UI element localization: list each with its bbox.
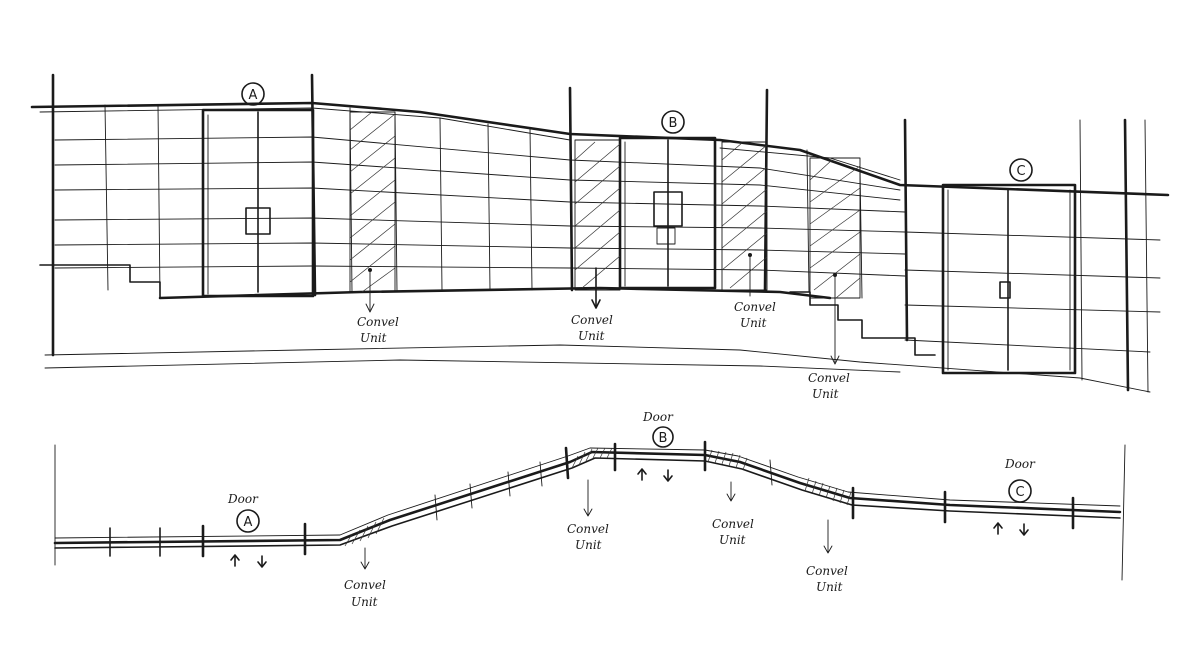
elevation-arrow-3	[748, 253, 752, 297]
plan-arrow-2	[583, 479, 593, 517]
marker-c: C	[1009, 158, 1033, 182]
elevation-stair-left	[39, 264, 161, 299]
svg-text:Convel: Convel	[344, 578, 386, 592]
elevation-hatch-bay-3	[721, 141, 768, 291]
door-a-direction-arrows	[230, 554, 267, 568]
elevation-hatch-bay-1	[349, 111, 396, 293]
svg-text:Unit: Unit	[719, 533, 746, 547]
marker-b-label: B	[669, 116, 678, 131]
elevation-convector-label-3: Convel Unit	[734, 300, 776, 330]
door-c-label: Door C	[1004, 457, 1036, 503]
elevation-stair-right	[789, 291, 936, 356]
plan-right-edge	[1121, 444, 1126, 581]
plan-hatch-4	[804, 477, 852, 506]
elevation-arrow-4	[830, 273, 840, 365]
marker-a: A	[241, 82, 265, 106]
svg-text:C: C	[1015, 485, 1024, 500]
elevation-convector-label-2: Convel Unit	[571, 313, 613, 343]
elevation-ground-line-2	[44, 359, 901, 373]
svg-text:Convel: Convel	[712, 517, 754, 531]
elevation-floor-line	[158, 286, 832, 300]
plan-drawing: Door A Door B Door C	[53, 410, 1126, 609]
elevation-roof-line-2	[39, 107, 571, 141]
door-b-elevation	[618, 136, 717, 290]
elevation-hatch-bay-2	[574, 139, 621, 291]
plan-arrow-1	[360, 547, 370, 570]
svg-text:Convel: Convel	[571, 313, 613, 327]
door-a-label: Door A	[227, 492, 260, 533]
marker-a-label: A	[249, 88, 258, 103]
svg-text:Unit: Unit	[575, 538, 602, 552]
svg-text:Convel: Convel	[806, 564, 848, 578]
svg-text:Convel: Convel	[357, 315, 399, 329]
svg-text:Door: Door	[227, 492, 259, 506]
svg-text:Door: Door	[1004, 457, 1036, 471]
marker-c-label: C	[1016, 164, 1025, 179]
plan-hatch-2	[571, 447, 613, 469]
door-b-direction-arrows	[637, 468, 673, 482]
svg-text:Unit: Unit	[812, 387, 839, 401]
door-c-elevation	[941, 183, 1077, 375]
svg-text:Unit: Unit	[351, 595, 378, 609]
marker-b: B	[661, 110, 685, 134]
elevation-transoms	[54, 136, 1161, 353]
svg-text:Unit: Unit	[360, 331, 387, 345]
svg-text:Unit: Unit	[816, 580, 843, 594]
plan-convector-label-2: Convel Unit	[567, 522, 609, 552]
elevation-ground-line	[44, 344, 1151, 393]
plan-hatch-1	[344, 517, 385, 547]
svg-text:Unit: Unit	[740, 316, 767, 330]
svg-text:A: A	[244, 515, 253, 530]
svg-text:Door: Door	[642, 410, 674, 424]
plan-mullion-ticks	[109, 440, 1075, 558]
elevation-drawing: A B C Convel	[30, 73, 1170, 401]
door-a-elevation	[201, 108, 315, 298]
svg-text:Unit: Unit	[578, 329, 605, 343]
svg-text:B: B	[659, 431, 668, 446]
plan-arrow-3	[726, 481, 736, 502]
plan-hatch-3	[707, 449, 748, 471]
elevation-arrow-1	[365, 268, 375, 313]
plan-convector-label-1: Convel Unit	[344, 578, 386, 609]
plan-arrow-4	[823, 519, 833, 554]
elevation-convector-label-4: Convel Unit	[808, 371, 850, 401]
svg-text:Convel: Convel	[567, 522, 609, 536]
door-b-label: Door B	[642, 410, 674, 448]
elevation-convector-label-1: Convel Unit	[357, 315, 399, 345]
svg-text:Convel: Convel	[734, 300, 776, 314]
plan-convector-label-3: Convel Unit	[712, 517, 754, 547]
svg-text:Convel: Convel	[808, 371, 850, 385]
door-c-direction-arrows	[993, 522, 1029, 536]
plan-convector-label-4: Convel Unit	[806, 564, 848, 594]
elevation-arrow-2	[591, 267, 601, 309]
